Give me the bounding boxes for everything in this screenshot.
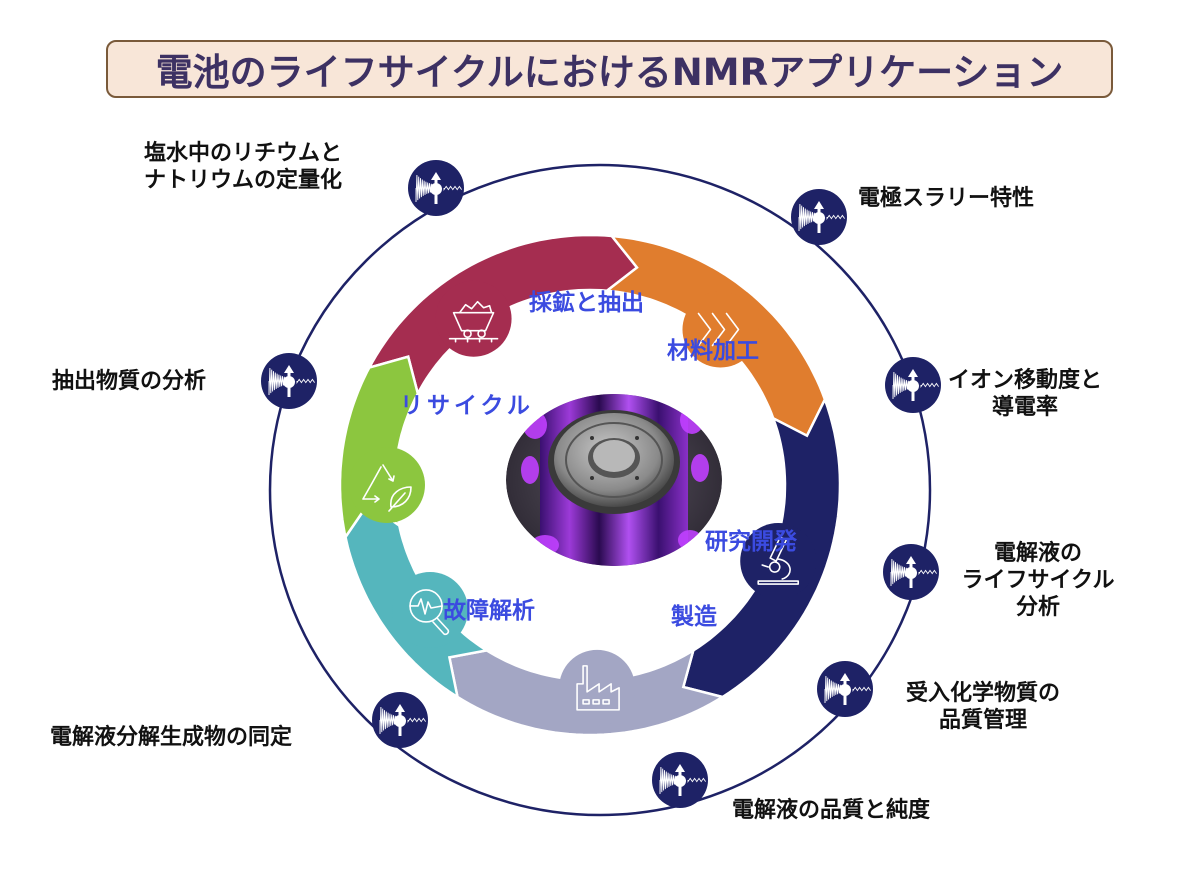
app-label-electrode-slurry: 電極スラリー特性: [858, 186, 1035, 211]
battery-cell-photo: [506, 394, 722, 566]
nmr-spin-icon: [883, 544, 939, 600]
app-label-electrolyte-purity: 電解液の品質と純度: [732, 798, 931, 823]
nmr-spin-icon: [885, 357, 941, 413]
stage-label-mining: 採鉱と抽出: [529, 290, 644, 316]
app-label-decomposition-id: 電解液分解生成物の同定: [50, 725, 293, 750]
nmr-spin-icon: [372, 692, 428, 748]
stage-label-rnd: 研究開発: [705, 529, 797, 555]
nmr-spin-icon: [652, 752, 708, 808]
nmr-spin-icon: [408, 160, 464, 216]
title-banner: 電池のライフサイクルにおけるNMRアプリケーション: [106, 40, 1113, 98]
stage-label-materials: 材料加工: [667, 338, 759, 364]
factory-icon: [559, 649, 636, 726]
chevrons-icon: [682, 291, 759, 368]
magnifier-pulse-icon: [392, 571, 469, 648]
mine-cart-icon: [435, 280, 512, 357]
microscope-icon: [740, 523, 817, 600]
nmr-spin-icon: [261, 353, 317, 409]
app-label-extract-analysis: 抽出物質の分析: [52, 369, 207, 394]
page-title: 電池のライフサイクルにおけるNMRアプリケーション: [155, 51, 1064, 94]
app-label-incoming-qc: 受入化学物質の 品質管理: [905, 681, 1060, 733]
nmr-spin-icon: [791, 189, 847, 245]
recycle-leaf-icon: [349, 447, 425, 523]
app-label-ion-mobility: イオン移動度と 導電率: [948, 368, 1103, 420]
app-label-brine-li-na: 塩水中のリチウムと ナトリウムの定量化: [144, 141, 343, 193]
outer-orbit-ring: [268, 163, 932, 817]
app-label-electrolyte-lifecycle: 電解液の ライフサイクル 分析: [961, 541, 1115, 620]
stage-label-manufacturing: 製造: [671, 604, 717, 630]
stage-label-recycling: リサイクル: [400, 393, 534, 419]
stage-label-failure-analysis: 故障解析: [443, 598, 535, 624]
nmr-spin-icon: [817, 661, 873, 717]
